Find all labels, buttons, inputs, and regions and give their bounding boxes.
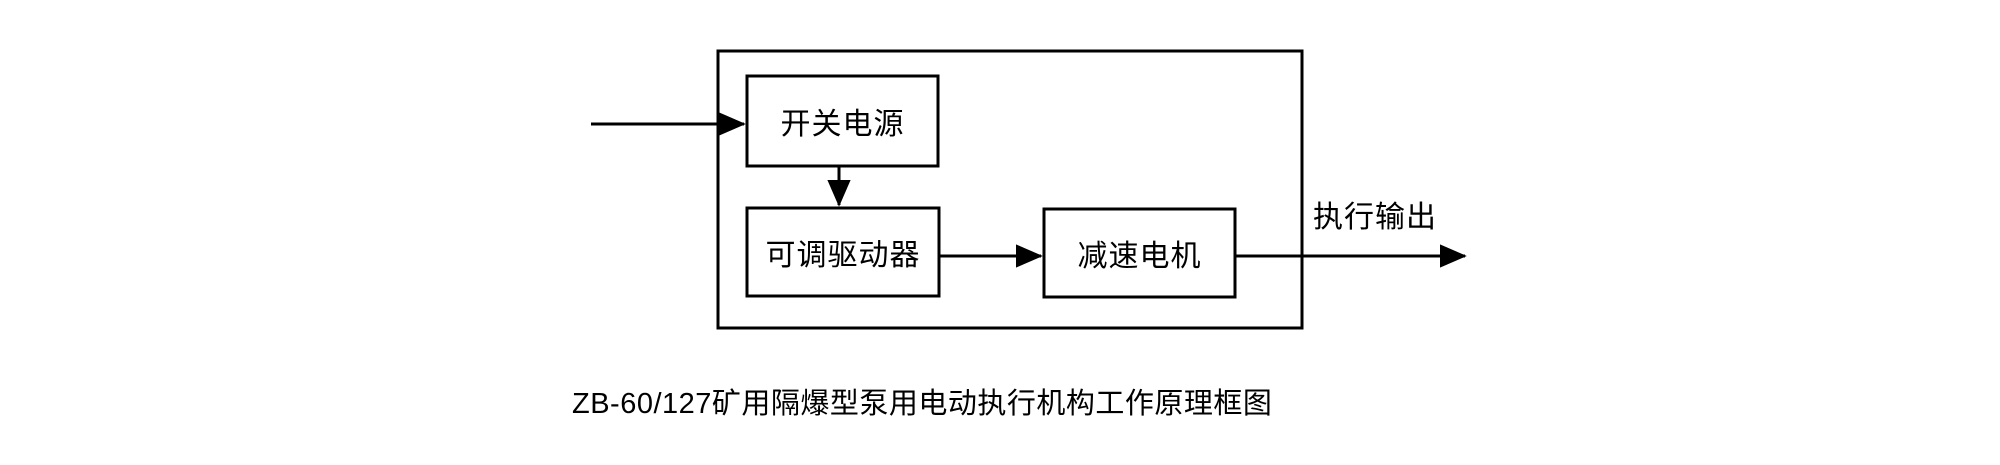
flow-label-actuator-output: 执行输出 bbox=[1313, 201, 1437, 234]
block-gear-motor bbox=[1042, 207, 1237, 299]
block-adjustable-driver bbox=[745, 206, 941, 298]
block-label-adjustable-driver: 可调驱动器 bbox=[765, 239, 921, 272]
block-label-switching-power: 开关电源 bbox=[780, 108, 905, 141]
block-switching-power bbox=[745, 74, 940, 168]
explosion-proof-enclosure bbox=[716, 49, 1304, 330]
diagram-caption: ZB-60/127矿用隔爆型泵用电动执行机构工作原理框图 bbox=[572, 388, 1273, 420]
block-label-gear-motor: 减速电机 bbox=[1077, 240, 1202, 273]
